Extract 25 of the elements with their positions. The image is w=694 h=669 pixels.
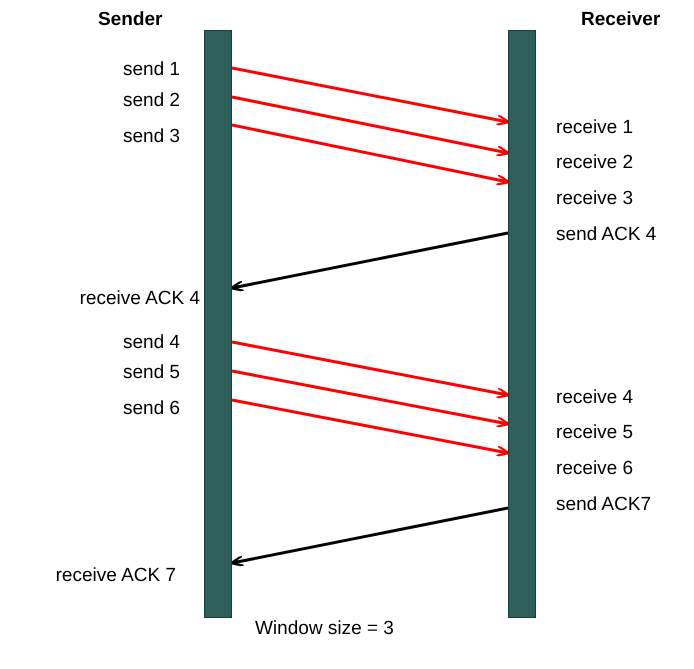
event-label: send 3	[122, 126, 180, 148]
message-arrow	[232, 398, 510, 457]
event-label: send 6	[122, 398, 180, 420]
event-label: send 2	[122, 90, 180, 112]
event-label: receive 3	[556, 188, 634, 210]
event-label: send 4	[122, 332, 180, 354]
event-label: send ACK7	[556, 494, 652, 516]
event-label: receive 6	[556, 458, 634, 480]
event-label: send 1	[122, 59, 180, 81]
lifeline-heading: Receiver	[581, 9, 660, 31]
message-arrow	[232, 370, 510, 428]
event-label: send 5	[122, 362, 180, 384]
event-label: receive 4	[556, 387, 634, 409]
message-arrow	[232, 66, 510, 126]
message-arrow	[232, 96, 510, 157]
event-label: send ACK 4	[556, 224, 656, 246]
event-label: receive ACK 7	[56, 565, 176, 587]
event-label: receive 2	[556, 152, 634, 174]
lifeline-heading: Sender	[98, 9, 162, 31]
message-arrow	[232, 124, 510, 186]
message-arrow	[232, 340, 510, 399]
event-label: receive 1	[556, 117, 634, 139]
caption: Window size = 3	[255, 618, 394, 640]
event-label: receive 5	[556, 422, 634, 444]
event-label: receive ACK 4	[80, 288, 200, 310]
